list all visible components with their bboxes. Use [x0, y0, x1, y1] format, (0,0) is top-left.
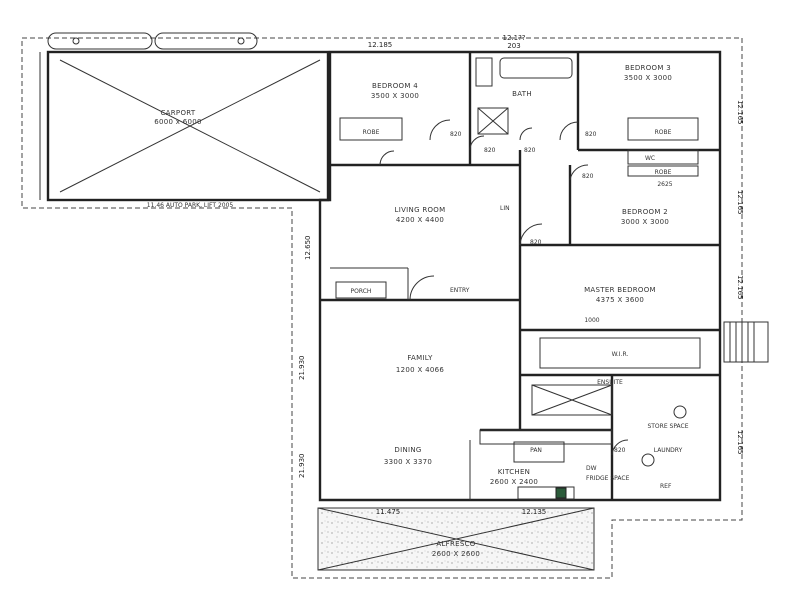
- master-size: 4375 X 3600: [596, 296, 644, 304]
- ensuite-name: ENSUITE: [597, 379, 623, 386]
- house-walls: [318, 50, 722, 502]
- bedroom-4: BEDROOM 4 3500 X 3000 ROBE 820: [339, 82, 462, 141]
- door-d1: 820: [450, 131, 462, 138]
- porch-entry: PORCH ENTRY: [335, 275, 470, 301]
- bed3-name: BEDROOM 3: [625, 64, 671, 72]
- bedroom-2: BEDROOM 2 3000 X 3000 820: [569, 164, 669, 226]
- dining-size: 3300 X 3370: [384, 458, 432, 466]
- family-size: 1200 X 4066: [396, 366, 444, 374]
- bed2-name: BEDROOM 2: [622, 208, 668, 216]
- ensuite: ENSUITE: [531, 379, 687, 419]
- dim-left-lower-b: 21.930: [298, 454, 306, 479]
- kitchen: PAN KITCHEN 2600 X 2400 DW FRIDGE SPACE: [469, 429, 630, 500]
- door-d5: 820: [614, 447, 626, 454]
- bed4-robe: ROBE: [363, 129, 380, 136]
- family-name: FAMILY: [407, 354, 433, 362]
- dim-right-bottom: 12.165: [736, 430, 744, 455]
- dimensions: 12.185 12.1?? 203 12.165 12.165 12.165 1…: [298, 34, 744, 516]
- laundry: STORE SPACE LAUNDRY 820 REF: [611, 423, 689, 490]
- car-outlines: [47, 32, 258, 50]
- bed2-size: 3000 X 3000: [621, 218, 669, 226]
- dim-top-center-sub: 203: [507, 42, 520, 50]
- door-d4: 820: [582, 173, 594, 180]
- entry-name: ENTRY: [450, 287, 470, 294]
- door-d9: 1000: [584, 317, 599, 324]
- dim-bottom-right: 12.135: [522, 508, 547, 516]
- bath-fixtures: BATH: [475, 57, 573, 135]
- garage-name: CARPORT: [160, 109, 195, 117]
- side-stairs: [723, 321, 769, 363]
- misc-doors: 820 820: [379, 127, 536, 166]
- bedroom-3: BEDROOM 3 3500 X 3000 ROBE 820 WC ROBE 2…: [559, 64, 699, 188]
- garage-note: 11.46 AUTO PARK, LIFT 2005: [147, 202, 234, 209]
- wir-name: W.I.R.: [612, 351, 629, 358]
- family-dining: FAMILY 1200 X 4066 DINING 3300 X 3370: [384, 354, 444, 466]
- door-d3: 820: [530, 239, 542, 246]
- dim-left-upper: 12.650: [304, 236, 312, 261]
- living-name: LIVING ROOM: [395, 206, 446, 214]
- dim-right-mid: 12.165: [736, 190, 744, 215]
- garage: CARPORT 6000 x 6000 11.46 AUTO PARK, LIF…: [39, 50, 330, 209]
- laundry-name: LAUNDRY: [654, 447, 683, 454]
- fridge-label: FRIDGE SPACE: [586, 475, 630, 482]
- master-bedroom: MASTER BEDROOM 4375 X 3600 1000 W.I.R.: [539, 286, 701, 369]
- wc-label: WC: [645, 155, 655, 162]
- alfresco-size: 2600 X 2600: [432, 550, 480, 558]
- living-room: LIVING ROOM 4200 X 4400 LIN 820: [395, 205, 543, 246]
- porch-name: PORCH: [351, 288, 372, 295]
- living-size: 4200 X 4400: [396, 216, 444, 224]
- door-d2: 820: [585, 131, 597, 138]
- pantry-label: PAN: [530, 447, 542, 454]
- dim-left-lower-a: 21.930: [298, 356, 306, 381]
- alfresco: ALFRESCO 2600 X 2600: [317, 507, 595, 571]
- door-d8: 2625: [657, 181, 672, 188]
- dim-right-lower: 12.165: [736, 275, 744, 300]
- bed3-size: 3500 X 3000: [624, 74, 672, 82]
- storage-label: STORE SPACE: [647, 423, 688, 430]
- door-d7: 820: [524, 147, 536, 154]
- ref-label: REF: [660, 483, 672, 490]
- linen-label: LIN: [500, 205, 510, 212]
- dw-label: DW: [586, 465, 597, 472]
- dim-top-overall: 12.185: [368, 41, 393, 49]
- bed3-robe: ROBE: [655, 129, 672, 136]
- kitchen-size: 2600 X 2400: [490, 478, 538, 486]
- dim-top-center: 12.1??: [502, 34, 525, 42]
- bed4-name: BEDROOM 4: [372, 82, 418, 90]
- master-name: MASTER BEDROOM: [584, 286, 656, 294]
- bed4-size: 3500 X 3000: [371, 92, 419, 100]
- site-boundary: [21, 37, 743, 579]
- alfresco-name: ALFRESCO: [436, 540, 475, 548]
- bath-name: BATH: [512, 90, 532, 98]
- garage-size: 6000 x 6000: [154, 118, 202, 126]
- door-d6: 820: [484, 147, 496, 154]
- dining-name: DINING: [394, 446, 421, 454]
- dim-bottom-left: 11.475: [376, 508, 401, 516]
- bed2-robe: ROBE: [655, 169, 672, 176]
- dim-right-upper: 12.165: [736, 100, 744, 125]
- kitchen-name: KITCHEN: [498, 468, 530, 476]
